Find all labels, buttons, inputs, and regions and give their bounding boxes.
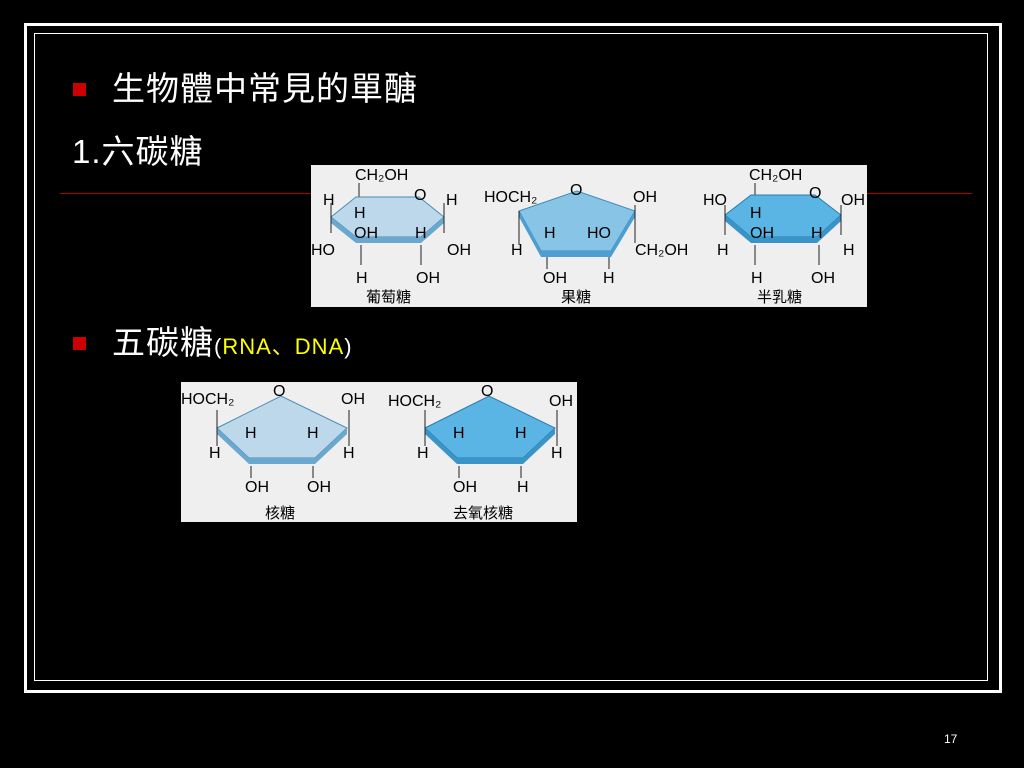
galactose-side-left: H <box>717 242 729 259</box>
deoxyribose-bottom-left: OH <box>453 479 477 496</box>
fructose-side-right: CH₂OH <box>635 242 688 259</box>
slide-outer-frame <box>24 23 1002 693</box>
fructose-caption: 果糖 <box>561 288 591 306</box>
pentose-heading: 五碳糖(RNA、DNA) <box>112 326 353 359</box>
pentose-structures-image: HOCH₂ O OH H H H H OH OH 核糖 HOCH₂ O OH H… <box>181 382 577 522</box>
fructose-bottom-left: OH <box>543 270 567 287</box>
glucose-bottom-right: OH <box>416 270 440 287</box>
galactose-bottom-right: OH <box>811 270 835 287</box>
title-bullet <box>73 83 86 96</box>
glucose-left-inner: H <box>354 205 366 222</box>
pentose-note-open: ( <box>214 334 223 359</box>
ribose-right-top: OH <box>341 391 365 408</box>
fructose-right-top: OH <box>633 189 657 206</box>
fructose-mid-right: HO <box>587 225 611 242</box>
galactose-left-inner: H <box>750 205 762 222</box>
ribose-side-left: H <box>209 445 221 462</box>
page-number: 17 <box>944 732 958 746</box>
ribose-top-left: HOCH₂ <box>181 391 234 408</box>
hexose-heading: 1.六碳糖 <box>72 135 204 168</box>
slide-title: 生物體中常見的單醣 <box>112 69 418 108</box>
galactose-bottom-left: H <box>751 270 763 287</box>
ribose-mid-right: H <box>307 425 319 442</box>
ribose-ring-oxygen: O <box>273 383 285 400</box>
pentose-note-close: ) <box>344 334 353 359</box>
glucose-bottom-left: H <box>356 270 368 287</box>
ribose-caption: 核糖 <box>265 504 295 522</box>
ribose-mid-left: H <box>245 425 257 442</box>
deoxyribose-right-top: OH <box>549 393 573 410</box>
glucose-mid-left: OH <box>354 225 378 242</box>
galactose-side-right: H <box>843 242 855 259</box>
galactose-mid-left: OH <box>750 225 774 242</box>
deoxyribose-top-left: HOCH₂ <box>388 393 441 410</box>
ribose-structure: HOCH₂ O OH H H H H OH OH 核糖 <box>181 383 365 522</box>
pentose-bullet <box>73 337 86 350</box>
hexose-label: 六碳糖 <box>101 132 204 171</box>
hexose-number: 1. <box>72 133 102 170</box>
deoxyribose-bottom-right: H <box>517 479 529 496</box>
ribose-bottom-left: OH <box>245 479 269 496</box>
fructose-ring-oxygen: O <box>570 182 582 199</box>
glucose-top-label: CH₂OH <box>355 167 408 184</box>
glucose-ring-oxygen: O <box>414 187 426 204</box>
glucose-structure: CH₂OH O H H H OH H HO OH H OH 葡萄糖 <box>311 167 471 306</box>
glucose-caption: 葡萄糖 <box>366 288 411 306</box>
glucose-oh-right: OH <box>447 242 471 259</box>
galactose-caption: 半乳糖 <box>757 288 802 306</box>
galactose-top-label: CH₂OH <box>749 167 802 184</box>
fructose-top-left: HOCH₂ <box>484 189 537 206</box>
galactose-left-outer: HO <box>703 192 727 209</box>
deoxyribose-side-right: H <box>551 445 563 462</box>
pentose-structures-svg: HOCH₂ O OH H H H H OH OH 核糖 HOCH₂ O OH H… <box>181 383 573 522</box>
deoxyribose-side-left: H <box>417 445 429 462</box>
pentose-note-text: RNA、DNA <box>222 334 345 359</box>
fructose-bottom-right: H <box>603 270 615 287</box>
glucose-ho: HO <box>311 242 335 259</box>
slide-inner-frame <box>34 33 988 681</box>
deoxyribose-mid-right: H <box>515 425 527 442</box>
galactose-ring-oxygen: O <box>809 185 821 202</box>
hexose-structures-image: CH₂OH O H H H OH H HO OH H OH 葡萄糖 HOCH₂ … <box>311 165 867 307</box>
deoxyribose-structure: HOCH₂ O OH H H H H OH H 去氧核糖 <box>388 383 573 522</box>
fructose-mid-left: H <box>544 225 556 242</box>
deoxyribose-mid-left: H <box>453 425 465 442</box>
galactose-right-outer: OH <box>841 192 865 209</box>
deoxyribose-caption: 去氧核糖 <box>453 504 513 522</box>
hexose-structures-svg: CH₂OH O H H H OH H HO OH H OH 葡萄糖 HOCH₂ … <box>311 167 865 306</box>
fructose-side-left: H <box>511 242 523 259</box>
galactose-mid-right: H <box>811 225 823 242</box>
glucose-right-outer: H <box>446 192 458 209</box>
ribose-side-right: H <box>343 445 355 462</box>
pentose-label: 五碳糖 <box>112 323 214 362</box>
galactose-structure: CH₂OH O HO H OH OH H H H H OH 半乳糖 <box>703 167 865 306</box>
deoxyribose-ring-oxygen: O <box>481 383 493 400</box>
fructose-structure: HOCH₂ O OH H HO H CH₂OH OH H 果糖 <box>484 182 688 306</box>
ribose-bottom-right: OH <box>307 479 331 496</box>
glucose-left-outer: H <box>323 192 335 209</box>
glucose-mid-right: H <box>415 225 427 242</box>
